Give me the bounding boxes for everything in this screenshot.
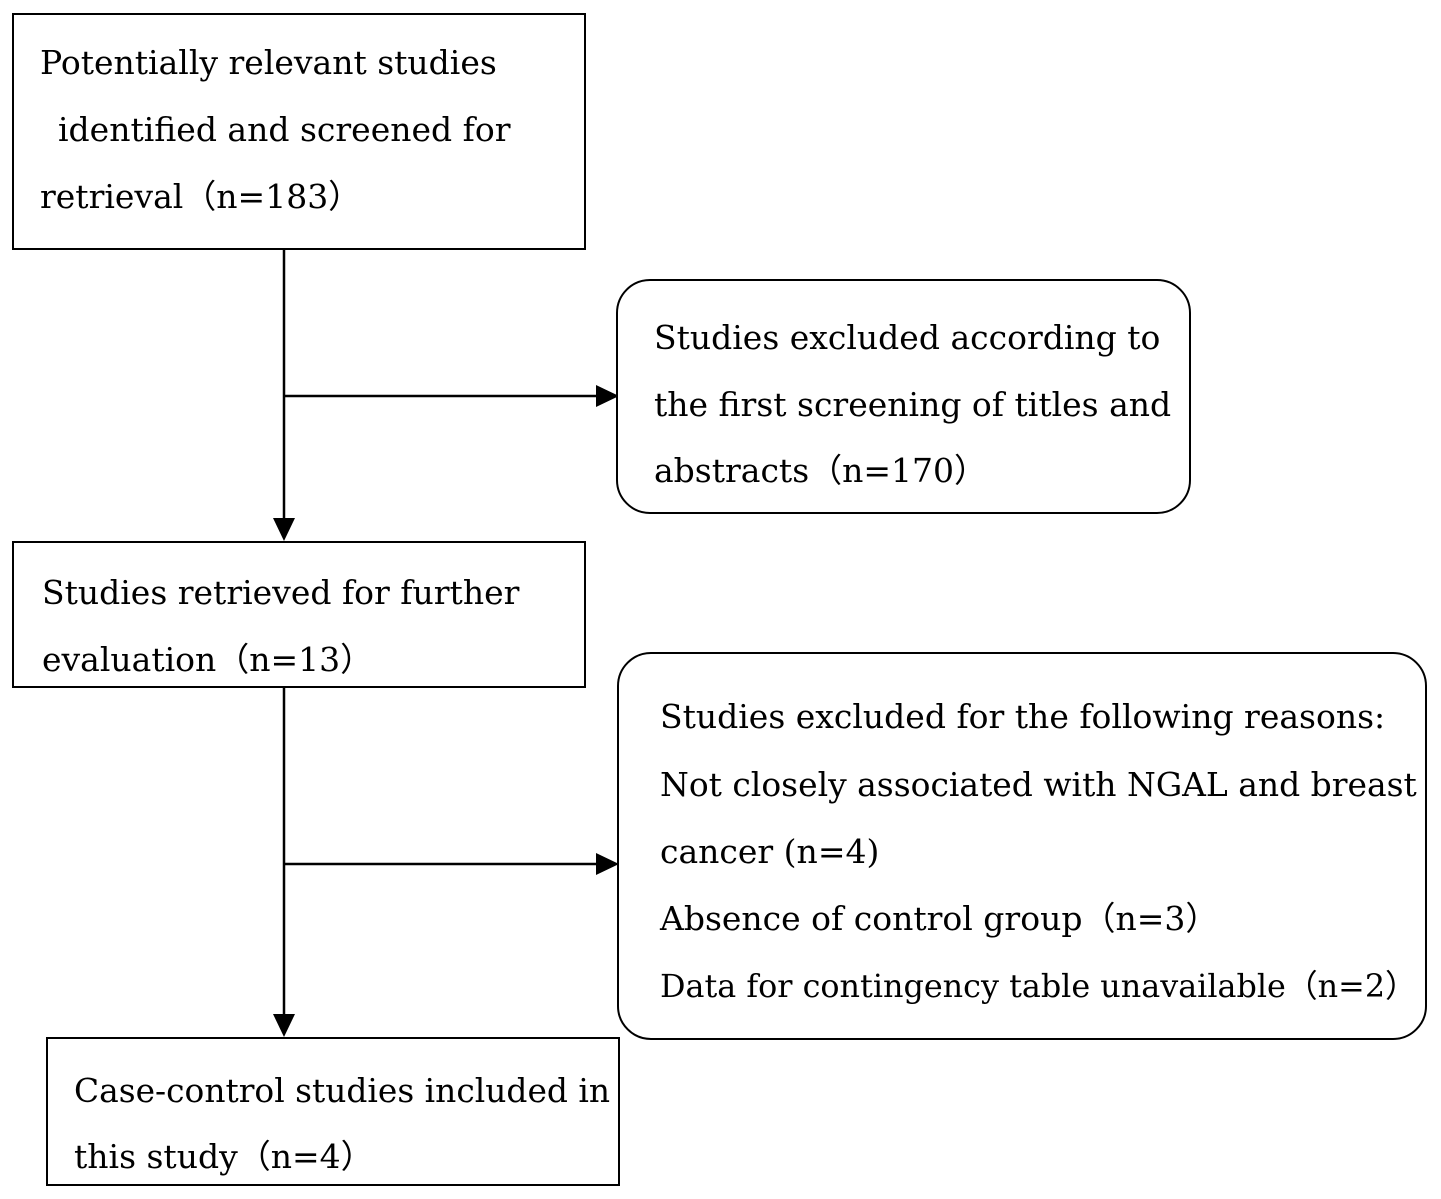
- excluded-first-line-2: the first screening of titles and: [654, 385, 1172, 424]
- included-line-1: Case-control studies included in: [74, 1071, 611, 1110]
- retrieved-line-1: Studies retrieved for further: [42, 573, 520, 612]
- included-line-2: this study（n=4）: [74, 1137, 374, 1176]
- retrieved-box: Studies retrieved for further evaluation…: [12, 541, 586, 688]
- arrowhead-down-2: [273, 1014, 295, 1037]
- included-box: Case-control studies included in this st…: [46, 1037, 620, 1186]
- excluded-second-line-2: Not closely associated with NGAL and bre…: [660, 765, 1417, 804]
- excluded-first-box: Studies excluded according to the first …: [616, 279, 1191, 514]
- excluded-second-line-3: cancer (n=4): [660, 832, 880, 871]
- excluded-second-line-1: Studies excluded for the following reaso…: [660, 697, 1386, 736]
- arrowhead-right-1: [596, 385, 619, 407]
- arrowhead-down-1: [273, 518, 295, 541]
- excluded-first-line-1: Studies excluded according to: [654, 318, 1161, 357]
- identified-line-2: identified and screened for: [58, 110, 511, 149]
- identified-box: Potentially relevant studies identified …: [12, 13, 586, 250]
- identified-line-3: retrieval（n=183）: [40, 177, 362, 216]
- identified-line-1: Potentially relevant studies: [40, 43, 497, 82]
- arrowhead-right-2: [596, 853, 619, 875]
- retrieved-line-2: evaluation（n=13）: [42, 640, 374, 679]
- excluded-first-line-3: abstracts（n=170）: [654, 451, 988, 490]
- excluded-second-line-5: Data for contingency table unavailable（n…: [660, 967, 1417, 1005]
- excluded-second-line-4: Absence of control group（n=3）: [660, 899, 1219, 938]
- excluded-second-box: Studies excluded for the following reaso…: [617, 652, 1427, 1040]
